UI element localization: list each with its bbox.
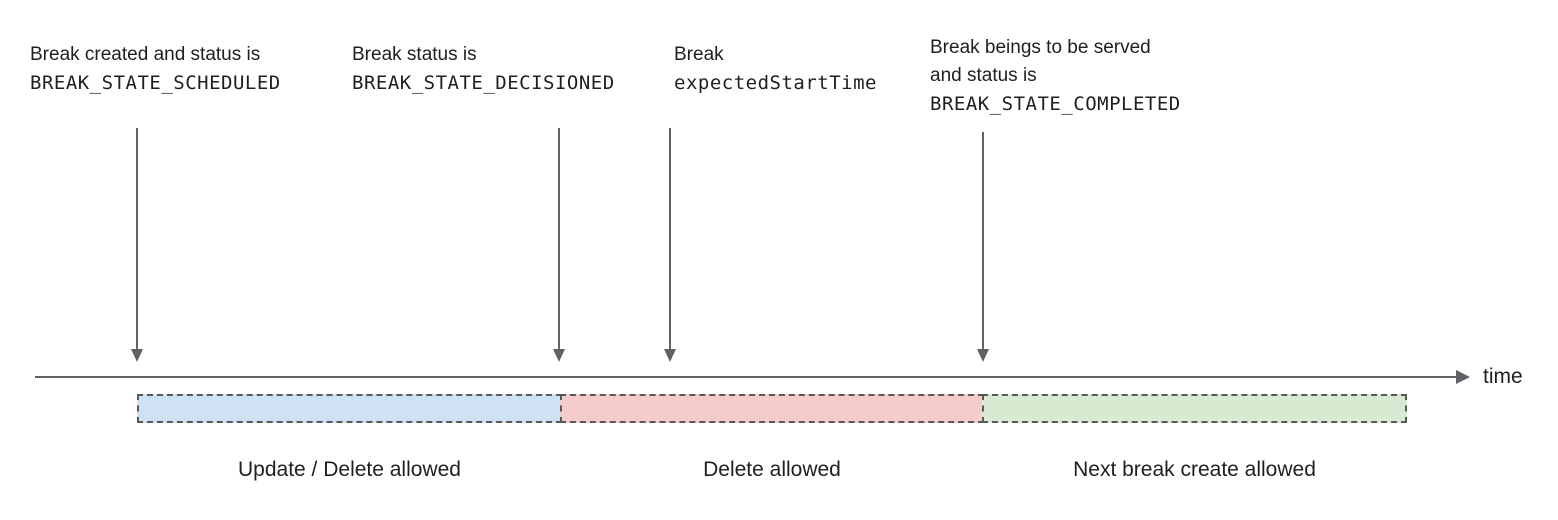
annotation-code: expectedStartTime — [674, 72, 877, 94]
segment-label: Update / Delete allowed — [238, 458, 461, 481]
annotation-break-completed: Break beings to be served and status is … — [930, 34, 1181, 118]
annotation-expected-start-time: Break expectedStartTime — [674, 41, 877, 97]
annotation-text: and status is — [930, 65, 1037, 86]
annotation-code: BREAK_STATE_SCHEDULED — [30, 72, 281, 94]
segment-label: Delete allowed — [703, 458, 841, 481]
annotation-code: BREAK_STATE_COMPLETED — [930, 93, 1181, 115]
annotation-text: Break — [674, 44, 724, 65]
segment-label: Next break create allowed — [1073, 458, 1316, 481]
annotation-text: Break beings to be served — [930, 37, 1151, 58]
time-axis-label: time — [1483, 365, 1523, 388]
time-axis-line — [35, 376, 1456, 378]
time-axis-arrowhead-icon — [1456, 370, 1470, 384]
segment-update-delete-allowed — [137, 394, 562, 423]
down-arrow-icon — [977, 132, 989, 362]
segment-next-break-create-allowed — [982, 394, 1407, 423]
down-arrow-icon — [664, 128, 676, 362]
annotation-text: Break created and status is — [30, 44, 261, 65]
annotation-code: BREAK_STATE_DECISIONED — [352, 72, 615, 94]
segment-delete-allowed — [560, 394, 984, 423]
phase-segments — [137, 394, 1407, 423]
down-arrow-icon — [131, 128, 143, 362]
annotation-break-decisioned: Break status is BREAK_STATE_DECISIONED — [352, 41, 615, 97]
annotation-break-scheduled: Break created and status is BREAK_STATE_… — [30, 41, 281, 97]
down-arrow-icon — [553, 128, 565, 362]
annotation-text: Break status is — [352, 44, 477, 65]
